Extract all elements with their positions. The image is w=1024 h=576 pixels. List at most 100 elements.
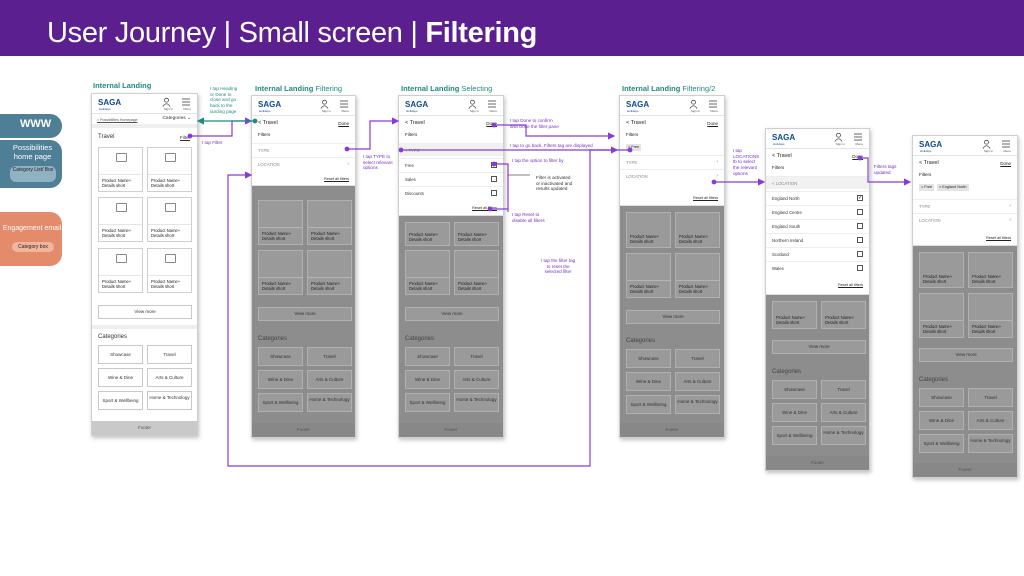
view-more-button[interactable]: View more [98, 305, 192, 319]
back-travel-link[interactable]: < Travel [258, 120, 278, 126]
product-card[interactable]: Product Name+ Details short [258, 200, 303, 245]
reset-filters-link[interactable]: Reset all filters [693, 196, 718, 200]
view-more-button[interactable]: View more [772, 340, 866, 354]
product-card[interactable]: Product Name+ Details short [405, 222, 450, 246]
checkbox[interactable] [491, 190, 497, 196]
checkbox[interactable] [857, 223, 863, 229]
product-card[interactable]: Product Name+ Details short [147, 197, 192, 242]
option-england-north[interactable]: England North✓ [766, 191, 869, 204]
category-button[interactable]: Wine & Dine [405, 370, 450, 389]
category-button[interactable]: Travel [454, 347, 499, 366]
category-button[interactable]: Arts & Culture [821, 403, 866, 422]
product-card[interactable]: Product Name+ Details short [98, 248, 143, 293]
category-button[interactable]: Travel [675, 349, 720, 368]
done-button[interactable]: Done [486, 121, 497, 126]
done-button[interactable]: Done [707, 121, 718, 126]
option-sales[interactable]: Sales [399, 172, 503, 185]
category-button[interactable]: Sport & Wellbeing [98, 391, 143, 410]
product-card[interactable]: Product Name+ Details short [147, 248, 192, 293]
category-button[interactable]: Showcase [258, 347, 303, 366]
category-button[interactable]: Wine & Dine [626, 372, 671, 391]
product-card[interactable]: Product Name+ Details short [626, 212, 671, 248]
product-card[interactable]: Product Name+ Details short [454, 222, 499, 246]
filter-tag-england-north[interactable]: × England North [937, 184, 969, 191]
user-icon[interactable] [689, 99, 698, 109]
menu-icon[interactable] [488, 100, 496, 108]
product-card[interactable]: Product Name+ Details short [307, 200, 352, 245]
filter-link[interactable]: Filter [180, 135, 190, 140]
reset-filters-link[interactable]: Reset all filters [472, 206, 497, 210]
category-button[interactable]: Home & Technology [307, 393, 352, 412]
category-button[interactable]: Showcase [919, 388, 964, 407]
checkbox[interactable] [857, 251, 863, 257]
category-button[interactable]: Wine & Dine [919, 411, 964, 430]
checkbox[interactable] [857, 209, 863, 215]
filter-location-row[interactable]: LOCATION› [620, 169, 724, 182]
product-card[interactable]: Product Name+ Details short [98, 197, 143, 242]
category-button[interactable]: Arts & Culture [968, 411, 1013, 430]
category-button[interactable]: Wine & Dine [258, 370, 303, 389]
category-button[interactable]: Home & Technology [968, 434, 1013, 453]
product-card[interactable]: Product Name+ Details short [675, 253, 720, 298]
product-card[interactable]: Product Name+ Details short [307, 250, 352, 295]
menu-icon[interactable] [854, 133, 862, 141]
product-card[interactable]: Product Name+ Details short [258, 250, 303, 295]
view-more-button[interactable]: View more [258, 307, 352, 321]
filter-location-row[interactable]: LOCATION› [252, 157, 355, 170]
back-travel-link[interactable]: < Travel [405, 120, 425, 126]
done-button[interactable]: Done [338, 121, 349, 126]
category-button[interactable]: Home & Technology [147, 391, 192, 410]
filter-tag-free[interactable]: × Free [919, 184, 935, 191]
user-icon[interactable] [320, 99, 329, 109]
category-button[interactable]: Sport & Wellbeing [626, 395, 671, 414]
breadcrumb[interactable]: < Possibilities Homepage [97, 118, 138, 122]
option-wales[interactable]: Wales [766, 261, 869, 274]
done-button[interactable]: Done [1000, 161, 1011, 166]
reset-filters-link[interactable]: Reset all filters [324, 177, 349, 181]
filter-tag-free[interactable]: × Free [626, 144, 642, 151]
user-icon[interactable] [162, 97, 171, 107]
category-button[interactable]: Sport & Wellbeing [258, 393, 303, 412]
product-card[interactable]: Product Name+ Details short [821, 301, 866, 329]
product-card[interactable]: Product Name+ Details short [772, 301, 817, 329]
product-card[interactable]: Product Name+ Details short [968, 293, 1013, 338]
product-card[interactable]: Product Name+ Details short [405, 250, 450, 295]
user-icon[interactable] [982, 139, 991, 149]
back-location-link[interactable]: < LOCATION [766, 176, 869, 189]
category-button[interactable]: Arts & Culture [454, 370, 499, 389]
category-button[interactable]: Sport & Wellbeing [772, 426, 817, 445]
product-card[interactable]: Product Name+ Details short [98, 147, 143, 192]
view-more-button[interactable]: View more [405, 307, 499, 321]
done-button[interactable]: Done [852, 154, 863, 159]
categories-dropdown[interactable]: Categories ⌄ [162, 116, 191, 121]
category-button[interactable]: Showcase [405, 347, 450, 366]
category-button[interactable]: Sport & Wellbeing [405, 393, 450, 412]
category-button[interactable]: Showcase [98, 345, 143, 364]
category-button[interactable]: Wine & Dine [772, 403, 817, 422]
reset-filters-link[interactable]: Reset all filters [986, 236, 1011, 240]
category-button[interactable]: Travel [821, 380, 866, 399]
product-card[interactable]: Product Name+ Details short [626, 253, 671, 298]
category-button[interactable]: Wine & Dine [98, 368, 143, 387]
filter-type-row[interactable]: TYPE› [913, 199, 1017, 212]
product-card[interactable]: Product Name+ Details short [919, 293, 964, 338]
product-card[interactable]: Product Name+ Details short [454, 250, 499, 295]
view-more-button[interactable]: View more [626, 310, 720, 324]
category-button[interactable]: Arts & Culture [307, 370, 352, 389]
option-england-centre[interactable]: England Centre [766, 205, 869, 218]
back-travel-link[interactable]: < Travel [626, 120, 646, 126]
checkbox[interactable] [491, 176, 497, 182]
category-button[interactable]: Home & Technology [454, 393, 499, 412]
category-button[interactable]: Arts & Culture [147, 368, 192, 387]
back-travel-link[interactable]: < Travel [772, 153, 792, 159]
menu-icon[interactable] [709, 100, 717, 108]
user-icon[interactable] [834, 132, 843, 142]
product-card[interactable]: Product Name+ Details short [919, 252, 964, 288]
menu-icon[interactable] [1002, 140, 1010, 148]
option-discounts[interactable]: Discounts [399, 186, 503, 199]
category-button[interactable]: Travel [307, 347, 352, 366]
category-button[interactable]: Travel [968, 388, 1013, 407]
user-icon[interactable] [468, 99, 477, 109]
checkbox-checked[interactable]: ✓ [857, 195, 863, 201]
category-button[interactable]: Home & Technology [821, 426, 866, 445]
